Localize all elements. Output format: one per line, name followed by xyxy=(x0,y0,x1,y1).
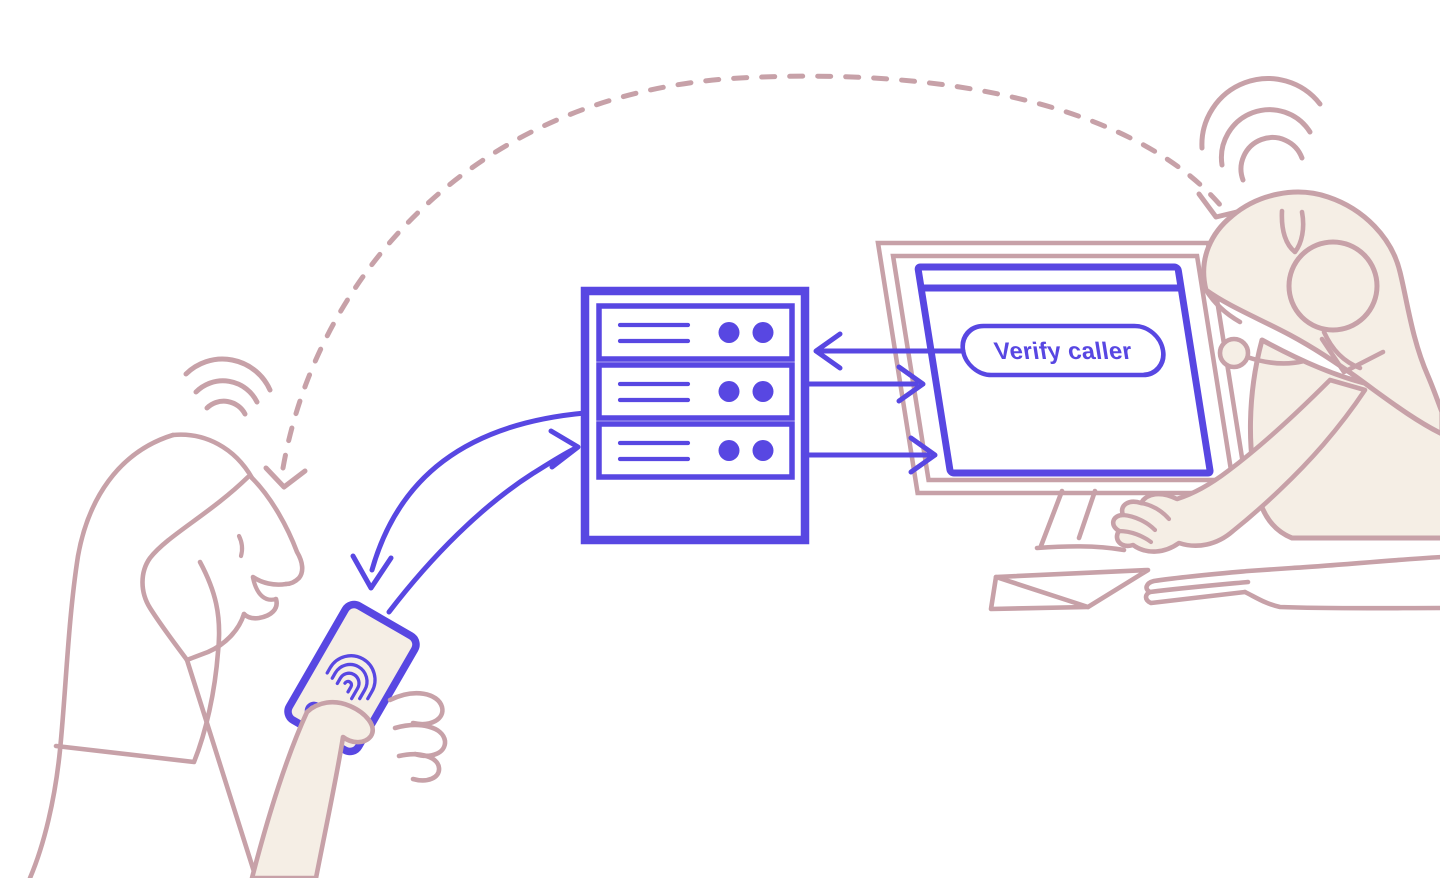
phone-to-server-arrow xyxy=(386,446,577,615)
caller-chin-jaw xyxy=(184,611,247,663)
phone-to-server-arrowhead-icon xyxy=(548,428,581,470)
server-to-screen-arrowhead-1-icon xyxy=(896,364,926,404)
agent-collar xyxy=(1319,336,1386,375)
phone-server-arrows xyxy=(350,410,588,615)
server-bay xyxy=(596,303,795,362)
caller-mouth-open xyxy=(250,575,279,602)
caller-chest-line xyxy=(184,657,259,878)
caller-fingers-behind-phone xyxy=(387,691,448,783)
verify-caller-label: Verify caller xyxy=(992,338,1134,365)
agent-monitor: Verify caller xyxy=(875,240,1251,612)
caller-figure xyxy=(27,356,305,878)
monitor-stand xyxy=(1034,488,1127,553)
caller-hair-front xyxy=(140,474,251,663)
browser-window xyxy=(914,263,1214,477)
server-bay-slits xyxy=(617,322,691,462)
arc-arrowhead-left-icon xyxy=(263,465,308,490)
dashed-arc xyxy=(280,73,1224,471)
server-bay xyxy=(596,362,795,421)
server-bay xyxy=(596,421,795,480)
agent-hand-on-desk xyxy=(1143,554,1440,611)
server-chassis xyxy=(580,286,810,545)
headset-mic-icon xyxy=(1217,336,1251,370)
keyboard xyxy=(988,567,1151,612)
agent-finger-creases xyxy=(1116,500,1172,545)
hand-holding-phone xyxy=(249,691,448,878)
agent-cheek xyxy=(1203,287,1243,325)
headset-earcup-icon xyxy=(1286,239,1380,333)
caller-mouth-lower xyxy=(241,596,279,621)
caller-pointing-finger xyxy=(249,699,375,878)
screen-to-server-arrowhead-icon xyxy=(813,331,843,371)
server-screen-arrows xyxy=(802,331,966,475)
agent-sound-waves-icon xyxy=(1199,76,1323,183)
agent-hair-strand xyxy=(1279,208,1306,255)
monitor-bezel xyxy=(890,253,1236,483)
caller-eye xyxy=(236,533,245,559)
caller-hair-back xyxy=(27,432,176,878)
auth-server-icon xyxy=(580,286,810,545)
server-indicator-lights xyxy=(718,322,774,461)
server-to-screen-arrowhead-2-icon xyxy=(908,435,938,475)
headset-mic-boom xyxy=(1244,354,1307,366)
fingerprint-icon[interactable] xyxy=(322,647,384,706)
server-to-phone-arrow xyxy=(369,410,588,573)
caller-mouth-upper xyxy=(250,574,289,587)
caller-head-top xyxy=(170,432,255,481)
agent-figure xyxy=(1110,76,1440,611)
caller-sleeve xyxy=(53,559,222,765)
caller-sound-waves-icon xyxy=(183,356,273,417)
server-to-phone-arrowhead-icon xyxy=(350,553,394,591)
caller-face-profile xyxy=(249,475,305,587)
